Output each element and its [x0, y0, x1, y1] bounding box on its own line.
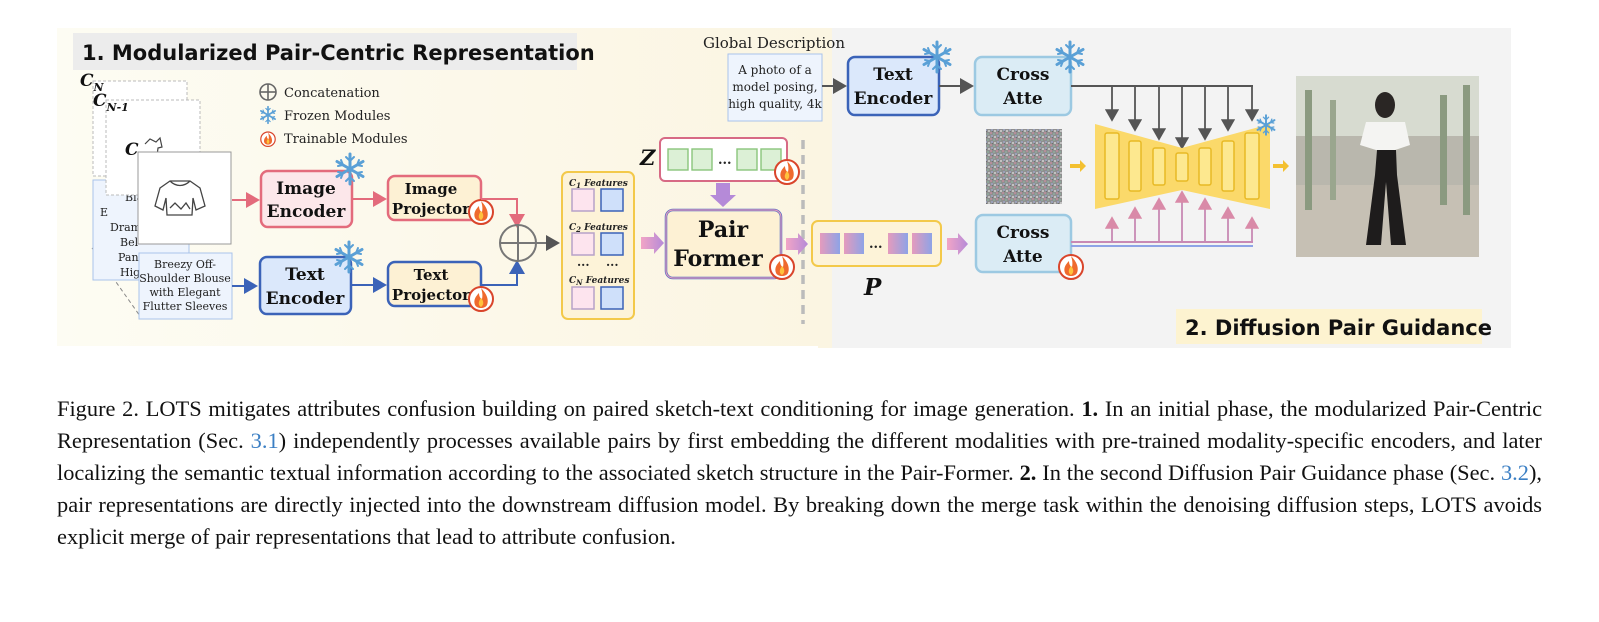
flame-legend-icon	[260, 131, 276, 147]
caption-text: In an initial phase, the modularized Pai…	[57, 396, 1543, 453]
legend-frozen: Frozen Modules	[284, 109, 390, 124]
image-projector-line2: Projector	[392, 200, 471, 218]
text-card-back-line: Bel	[120, 236, 139, 249]
sketch-stack: CN CN-1 C1	[80, 71, 232, 245]
cross-atte-bottom-line2: Atte	[1002, 247, 1043, 267]
legend: Concatenation Frozen Modules Trainable M…	[259, 83, 408, 147]
concatenation-icon	[499, 224, 537, 262]
flame-icon	[1058, 254, 1084, 280]
global-description-box	[727, 53, 823, 122]
text-encoder-right-line2: Encoder	[854, 89, 934, 109]
text-projector-line2: Projector	[392, 286, 471, 304]
svg-text:CN Features: CN Features	[569, 276, 629, 287]
image-encoder-line2: Encoder	[267, 202, 347, 222]
sketch-label-cn1: CN-1	[93, 91, 129, 114]
image-projector-line1: Image	[405, 180, 458, 198]
global-description-line-2: model posing,	[732, 80, 817, 94]
caption-text: ), pair representations are directly inj…	[57, 460, 1543, 549]
text-card-back-line: Dram	[110, 221, 142, 234]
pair-representation-box	[811, 220, 942, 267]
svg-text:C1 Features: C1 Features	[569, 179, 628, 190]
caption-text: In the second Diffusion Pair Guidance ph…	[1036, 460, 1501, 485]
feature-group-1: C1 Features	[569, 179, 628, 212]
caption-bold-marker: 2.	[1019, 460, 1037, 485]
flame-icon	[769, 254, 795, 280]
sketch-card-c1	[137, 151, 232, 245]
generated-image	[1296, 76, 1479, 257]
caption-text: Figure 2. LOTS mitigates attributes conf…	[57, 396, 1082, 421]
cross-attention-bottom	[974, 213, 1073, 274]
unet-denoiser	[1095, 124, 1270, 209]
text-card-back-line: Hig	[120, 266, 140, 279]
p-label: P	[863, 274, 882, 301]
feature-group-2: C2 Features	[569, 223, 628, 256]
feature-dots-left: ...	[577, 255, 590, 269]
section-ref-link[interactable]: 3.1	[250, 428, 279, 453]
cross-atte-top-line2: Atte	[1002, 89, 1043, 109]
shirt-sketch-icon	[154, 180, 206, 216]
text-encoder-left-line1: Text	[285, 265, 325, 285]
flame-icon	[468, 286, 494, 312]
section-ref-link[interactable]: 3.2	[1500, 460, 1529, 485]
flame-icon	[468, 199, 494, 225]
pair-former-line2: Former	[673, 246, 763, 272]
z-ellipsis: ...	[718, 153, 732, 168]
figure-caption: Figure 2. LOTS mitigates attributes conf…	[57, 393, 1542, 553]
section1-title: 1. Modularized Pair-Centric Representati…	[82, 41, 595, 65]
text-card-line-4: Flutter Sleeves	[143, 300, 228, 313]
feature-dots-right: ...	[606, 255, 619, 269]
pair-former-line1: Pair	[698, 217, 749, 243]
global-description-line-1: A photo of a	[737, 63, 812, 77]
sketch-label-cn: CN	[80, 71, 105, 94]
cross-atte-bottom-line1: Cross	[997, 223, 1050, 243]
cross-atte-top-line1: Cross	[997, 65, 1050, 85]
concatenation-legend-icon	[259, 83, 277, 101]
text-card-line-2: Shoulder Blouse	[139, 272, 231, 285]
z-label: Z	[639, 145, 656, 170]
section2-title-bg	[1176, 309, 1482, 344]
p-ellipsis: ...	[869, 237, 883, 252]
section1-title-bg	[73, 33, 577, 70]
figure-diagram: 1. Modularized Pair-Centric Representati…	[57, 28, 1511, 348]
feature-group-n: CN Features	[569, 276, 629, 310]
section2-title: 2. Diffusion Pair Guidance	[1185, 316, 1492, 340]
global-description-line-3: high quality, 4k	[728, 97, 822, 111]
text-encoder-left-line2: Encoder	[266, 289, 346, 309]
text-projector-line1: Text	[414, 266, 449, 284]
flame-icon	[774, 159, 800, 185]
svg-text:C2 Features: C2 Features	[569, 223, 628, 234]
caption-text: ) independently processes available pair…	[57, 428, 1542, 485]
image-encoder-line1: Image	[276, 179, 336, 199]
legend-concatenation: Concatenation	[284, 86, 380, 101]
legend-trainable: Trainable Modules	[284, 132, 408, 147]
noise-image	[986, 129, 1062, 204]
text-card-line-1: Breezy Off-	[154, 258, 216, 271]
text-card-line-3: with Elegant	[149, 286, 221, 299]
text-card-front	[138, 252, 233, 320]
text-encoder-right-line1: Text	[873, 65, 913, 85]
global-description-heading: Global Description	[703, 34, 845, 52]
sketch-mini-icon	[144, 136, 163, 157]
text-card-back-line: E	[100, 206, 108, 219]
caption-bold-marker: 1.	[1081, 396, 1099, 421]
